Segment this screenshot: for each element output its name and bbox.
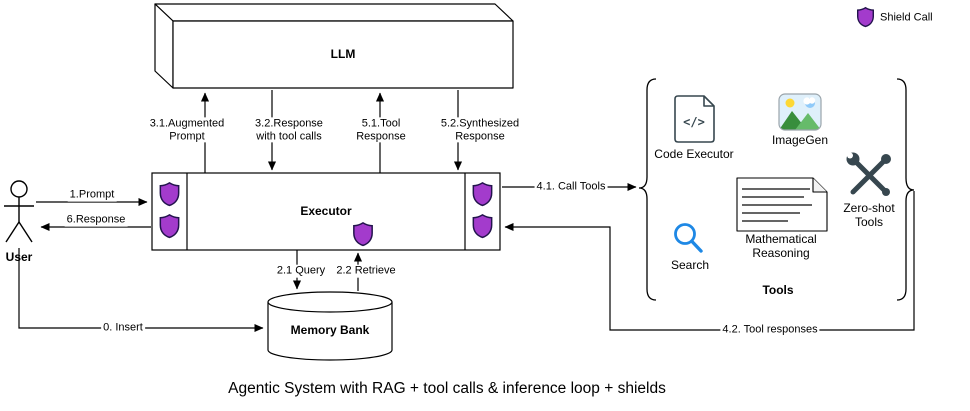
user-figure: [4, 180, 34, 243]
edge-label-response: 6.Response: [64, 213, 128, 227]
edge-label-call-tools: 4.1. Call Tools: [534, 180, 608, 194]
edge-label-augmented-prompt: 3.1.Augmented Prompt: [144, 117, 230, 143]
memory-bank-node: [267, 291, 393, 361]
edge-label-tool-responses: 4.2. Tool responses: [720, 323, 820, 337]
shield-icon: [472, 214, 493, 239]
search-icon: [674, 223, 703, 253]
edge-label-insert: 0. Insert: [101, 321, 145, 335]
left-brace: [638, 78, 657, 301]
shield-icon: [353, 222, 373, 247]
shield-icon: [472, 182, 493, 207]
code-executor-label: Code Executor: [654, 147, 734, 162]
zero-shot-tools-icon: [846, 152, 891, 196]
legend-shield-label: Shield Call: [880, 11, 933, 24]
tools-group-label: Tools: [762, 283, 794, 298]
executor-node: [151, 172, 501, 251]
memory-bank-label: Memory Bank: [290, 323, 370, 338]
right-brace: [896, 78, 915, 301]
edge-insert: [18, 248, 264, 333]
edge-label-query: 2.1 Query: [274, 264, 328, 278]
edge-tool-responses: [504, 191, 915, 331]
legend-shield-icon: [856, 6, 874, 28]
user-label: User: [5, 250, 33, 265]
code-glyph: </>: [683, 115, 705, 129]
edge-label-tool-response: 5.1.Tool Response: [349, 117, 413, 143]
edge-label-response-with-tool-calls: 3.2.Response with tool calls: [243, 117, 335, 143]
edge-label-synthesized-response: 5.2.Synthesized Response: [431, 117, 529, 143]
shield-icon: [159, 214, 180, 239]
imagegen-label: ImageGen: [771, 133, 829, 148]
tools-braces: [638, 78, 915, 301]
executor-label: Executor: [300, 204, 352, 219]
edge-label-retrieve: 2.2 Retrieve: [334, 264, 398, 278]
math-reasoning-icon: [736, 177, 828, 232]
zero-shot-tools-label: Zero-shot Tools: [843, 201, 895, 229]
formula-lines: [742, 188, 812, 222]
code-executor-icon: </>: [674, 95, 715, 143]
search-label: Search: [670, 258, 710, 273]
shield-icon: [159, 182, 180, 207]
edge-label-prompt: 1.Prompt: [67, 188, 117, 202]
diagram-title: Agentic System with RAG + tool calls & i…: [228, 380, 666, 398]
imagegen-icon: [778, 93, 822, 131]
math-reasoning-label: Mathematical Reasoning: [745, 232, 817, 260]
llm-label: LLM: [330, 47, 356, 62]
llm-node: [154, 3, 514, 89]
